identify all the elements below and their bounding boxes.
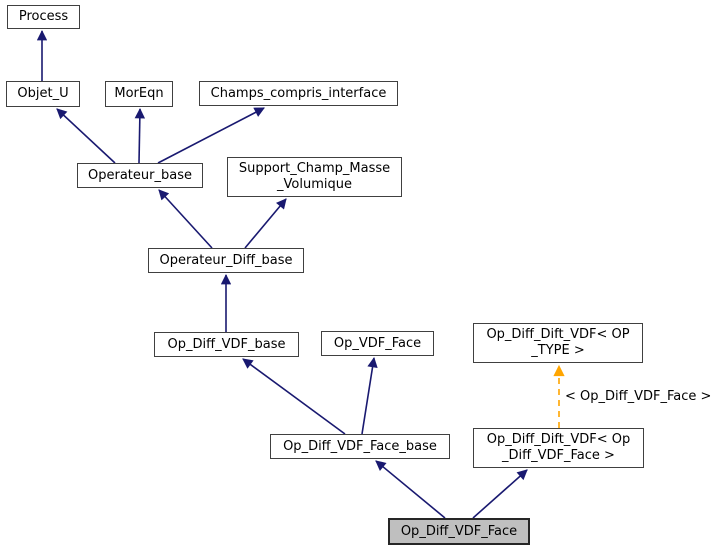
edge-opdiffvdffacebase-to-opdiffvdfbase [242, 358, 346, 435]
edge-operateurbase-to-champs [157, 107, 265, 164]
class-node-objet-u[interactable]: Objet_U [6, 81, 80, 107]
class-node-op-diff-vdf-base[interactable]: Op_Diff_VDF_base [154, 332, 299, 357]
class-node-operateur-base[interactable]: Operateur_base [77, 163, 203, 188]
class-node-op-vdf-face[interactable]: Op_VDF_Face [321, 331, 434, 356]
class-node-op-diff-dift-vdf-op-type[interactable]: Op_Diff_Dift_VDF< OP _TYPE > [473, 323, 643, 363]
class-node-operateur-diff-base[interactable]: Operateur_Diff_base [148, 248, 304, 273]
template-edge-label: < Op_Diff_VDF_Face > [565, 389, 712, 404]
class-node-process[interactable]: Process [7, 5, 80, 29]
edge-operateurdiffbase-to-operateurbase [158, 189, 213, 249]
class-node-op-diff-dift-vdf-op-diff-vdf-face[interactable]: Op_Diff_Dift_VDF< Op _Diff_VDF_Face > [473, 428, 644, 468]
edge-opdiffvdffacebase-to-opvdfface [361, 356, 378, 435]
class-node-op-diff-vdf-face-current: Op_Diff_VDF_Face [388, 518, 530, 545]
class-node-support-champ-masse-volumique[interactable]: Support_Champ_Masse _Volumique [227, 157, 402, 197]
edge-opdiffvdfface-to-opdiffdiftvdf [472, 469, 528, 519]
class-node-moreqn[interactable]: MorEqn [105, 81, 173, 107]
edge-operateurdiffbase-to-support [244, 198, 287, 249]
class-node-champs-compris-interface[interactable]: Champs_compris_interface [199, 81, 398, 106]
class-node-op-diff-vdf-face-base[interactable]: Op_Diff_VDF_Face_base [270, 434, 450, 459]
edge-opdiffvdfface-to-opdiffvdffacebase [375, 460, 446, 519]
edge-operateurbase-to-moreqn [134, 107, 146, 164]
edge-operateurbase-to-objetu [56, 108, 116, 164]
